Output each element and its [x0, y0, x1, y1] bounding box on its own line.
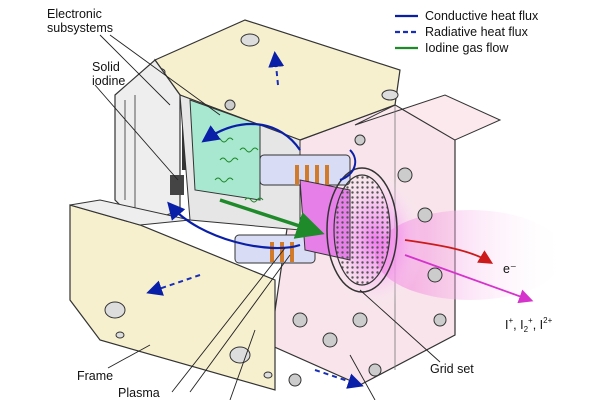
legend-radiative-label: Radiative heat flux [425, 25, 528, 39]
flange-bolts [288, 134, 447, 387]
legend [395, 14, 418, 50]
conductive-heat-arrows [167, 122, 357, 250]
label-electronic: Electronic [47, 7, 102, 21]
legend-iodine-label: Iodine gas flow [425, 41, 509, 55]
label-ion-species: I+, I2+, I2+ [505, 316, 553, 334]
front-panel [69, 199, 276, 391]
label-electron: e⁻ [503, 262, 517, 276]
label-plasma: Plasma [118, 386, 160, 400]
label-iodine: iodine [92, 74, 126, 88]
gear-icon [224, 99, 236, 111]
legend-conductive-label: Conductive heat flux [425, 9, 539, 23]
leader-lines [94, 34, 441, 400]
radiative-heat-arrows [146, 51, 364, 389]
electron-arrow [404, 239, 494, 264]
iodine-flow-arrow [219, 198, 325, 239]
label-frame: Frame [77, 369, 114, 383]
ion-arrow [404, 254, 534, 304]
label-subsystems: subsystems [47, 21, 113, 35]
label-grid-set: Grid set [430, 362, 474, 376]
label-solid: Solid [92, 60, 120, 74]
grid-set [333, 174, 391, 286]
